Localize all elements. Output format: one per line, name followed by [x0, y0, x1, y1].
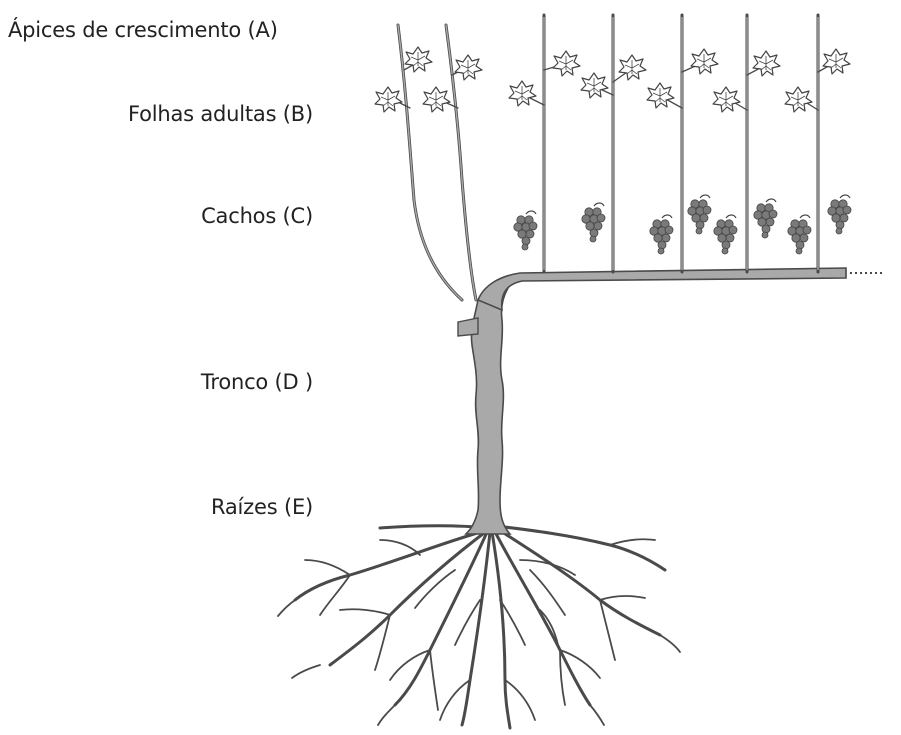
grape-cluster-icon	[714, 215, 737, 254]
leaf-icon	[619, 55, 646, 80]
grape-cluster-icon	[754, 199, 777, 238]
leaf-icon	[691, 49, 718, 74]
leaf-icon	[405, 47, 432, 72]
grape-cluster-icon	[828, 195, 851, 234]
vertical-shoots	[544, 15, 818, 272]
leaf-icon	[423, 87, 450, 112]
grape-cluster-icon	[688, 195, 711, 234]
leaf-icon	[509, 81, 536, 106]
roots	[278, 526, 680, 728]
cordon-arm	[478, 268, 846, 310]
leaf-icon	[753, 51, 780, 76]
trunk-knob	[458, 318, 478, 336]
grape-cluster-icon	[788, 215, 811, 254]
leaf-icon	[455, 55, 482, 80]
leaf-icon	[785, 87, 812, 112]
grape-cluster-icon	[514, 211, 537, 250]
grape-cluster-icon	[650, 215, 673, 254]
grape-cluster-icon	[582, 203, 605, 242]
leaf-icon	[553, 51, 580, 76]
leaf-icon	[581, 73, 608, 98]
leaf-icon	[375, 87, 402, 112]
leaf-icon	[647, 83, 674, 108]
leaf-icon	[713, 87, 740, 112]
leaf-icon	[823, 49, 850, 74]
